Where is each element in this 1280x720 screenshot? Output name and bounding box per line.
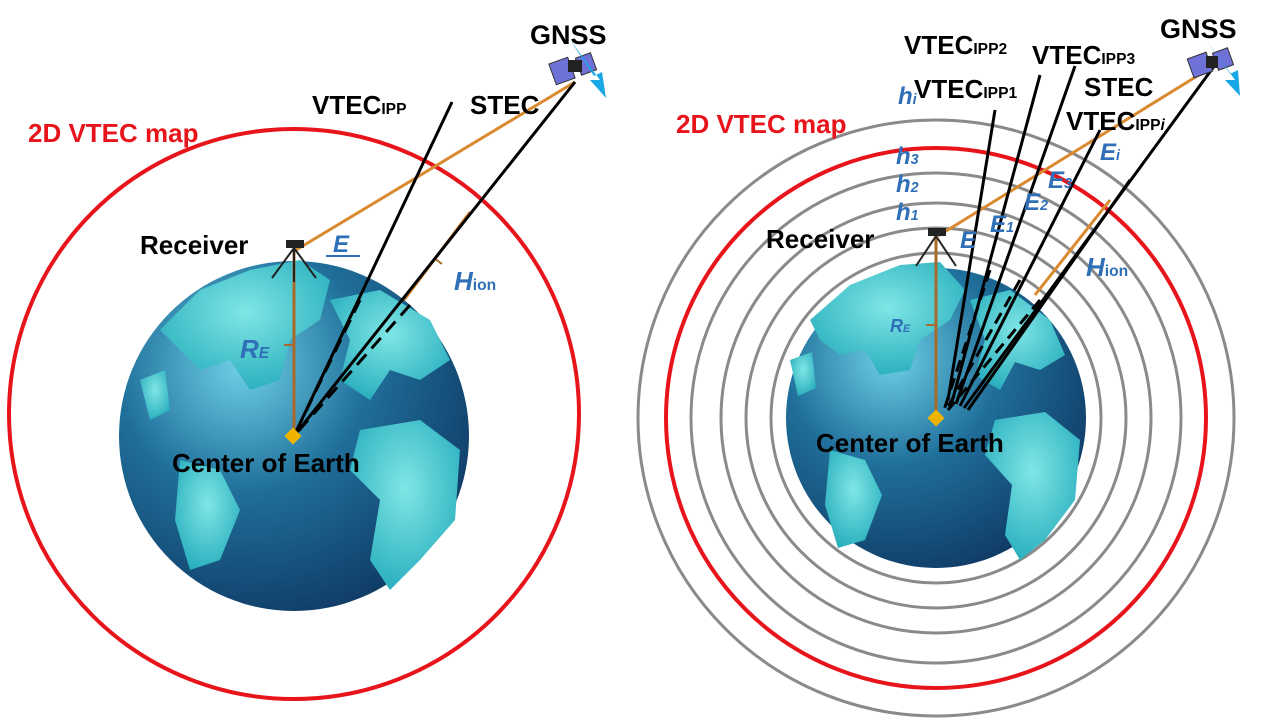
right-slant-path: [937, 63, 1216, 238]
left-stec-label: STEC: [470, 90, 540, 120]
left-vtec-map-circle: [7, 127, 581, 701]
left-elevation-label: E: [333, 231, 350, 258]
left-panel: 2D VTEC map GNSS STEC VTECIPP Receiver E…: [7, 20, 607, 701]
right-gnss-label: GNSS: [1160, 14, 1237, 44]
right-h3-label: h3: [896, 143, 919, 170]
right-hion-line: [1033, 199, 1112, 296]
left-slant-path: [295, 80, 576, 252]
right-vtec-ipp3-label: VTECIPP3: [1032, 40, 1135, 70]
left-map-label: 2D VTEC map: [28, 118, 199, 148]
right-stec-label: STEC: [1084, 72, 1154, 102]
right-center-label: Center of Earth: [816, 428, 1004, 458]
right-e3-label: E3: [1048, 167, 1072, 194]
left-radius-label: RE: [240, 334, 270, 364]
right-panel: 2D VTEC map GNSS VTECIPP2 VTECIPP3 STEC …: [636, 14, 1240, 718]
right-vtec-ippi-label: VTECIPPi: [1066, 106, 1165, 136]
right-ei-label: Ei: [1100, 139, 1121, 166]
right-hion-label: Hion: [1086, 252, 1128, 282]
left-receiver-label: Receiver: [140, 230, 248, 260]
right-receiver-icon: [915, 228, 957, 267]
left-satellite-icon: [548, 40, 606, 98]
right-vtec-map-circle: [664, 146, 1208, 690]
left-hion-label: Hion: [454, 266, 496, 296]
right-radius-label: RE: [890, 316, 911, 336]
right-map-label: 2D VTEC map: [676, 109, 847, 139]
right-vtec-ipp2-label: VTECIPP2: [904, 30, 1007, 60]
left-center-marker: [284, 427, 302, 445]
left-center-label: Center of Earth: [172, 448, 360, 478]
right-h2-label: h2: [896, 171, 919, 198]
right-satellite-icon: [1186, 38, 1240, 96]
left-earth: [119, 260, 469, 611]
right-receiver-label: Receiver: [766, 224, 874, 254]
right-elevation-label: E: [960, 227, 977, 254]
right-vtec-ipp1-label: VTECIPP1: [914, 74, 1017, 104]
left-gnss-label: GNSS: [530, 20, 607, 50]
left-stec-ray: [292, 81, 577, 437]
left-receiver-icon: [271, 240, 317, 282]
right-h1-label: h1: [896, 199, 919, 226]
right-hi-label: hi: [898, 83, 918, 110]
left-vtec-label: VTECIPP: [312, 90, 406, 120]
right-e1-label: E1: [990, 211, 1014, 238]
right-center-marker: [927, 409, 945, 427]
right-e2-label: E2: [1024, 189, 1048, 216]
right-rays: [946, 64, 1217, 411]
